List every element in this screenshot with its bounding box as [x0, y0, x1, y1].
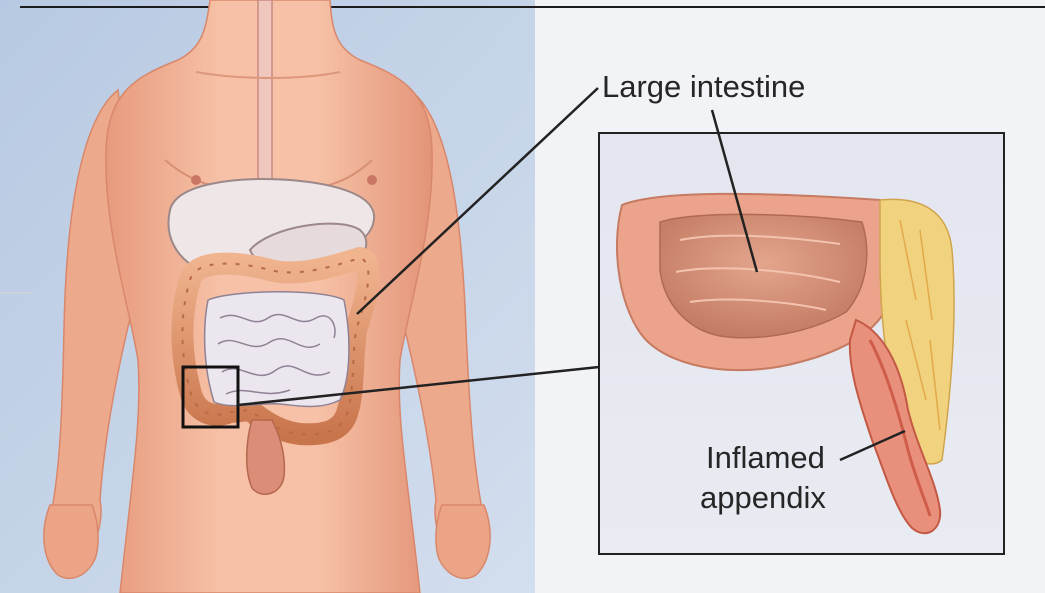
right-hand	[436, 505, 490, 578]
left-nipple	[191, 175, 201, 185]
inflamed-label-line2: appendix	[700, 480, 826, 515]
right-nipple	[367, 175, 377, 185]
inflamed-label-line1: Inflamed	[706, 440, 825, 475]
small-intestine	[205, 292, 349, 407]
left-hand	[44, 505, 98, 578]
esophagus	[258, 0, 272, 190]
large-intestine-label: Large intestine	[602, 69, 805, 104]
